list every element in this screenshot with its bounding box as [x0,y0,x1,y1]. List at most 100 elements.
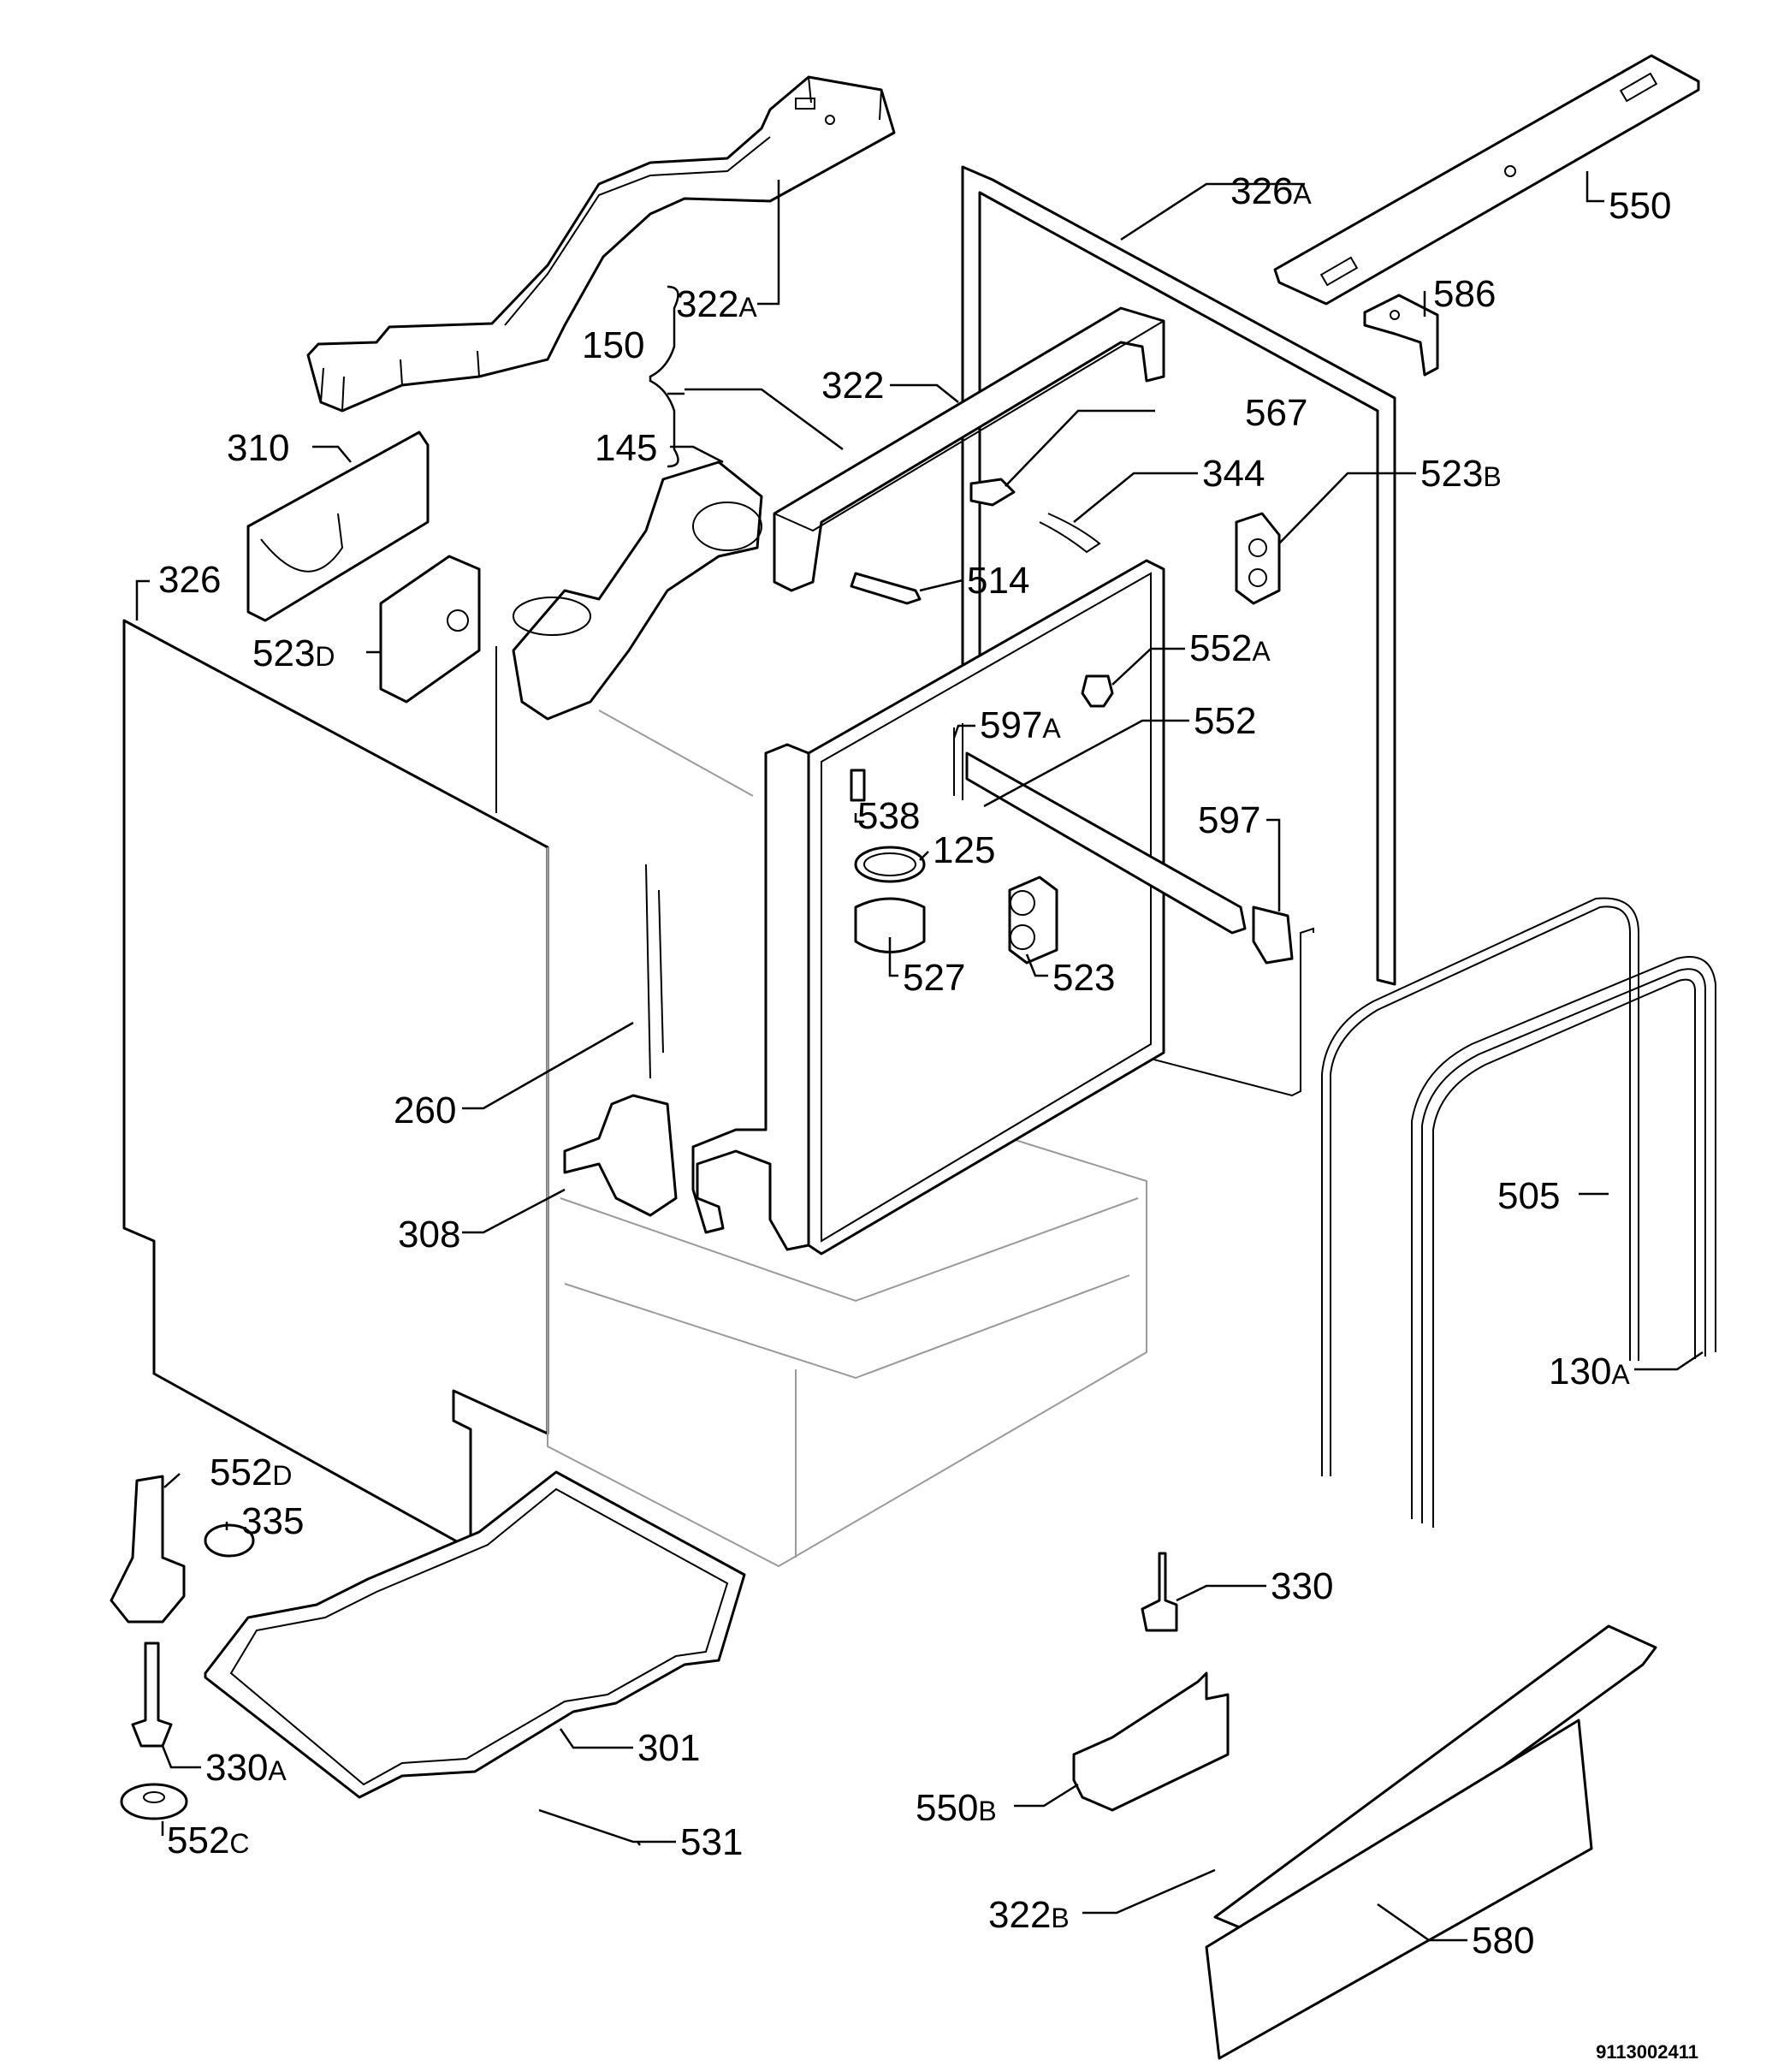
callout-number: 322 [988,1894,1051,1936]
callout-335: 335 [241,1500,304,1542]
callout-number: 552 [1194,700,1256,742]
callout-326: 326 [158,559,221,601]
callout-number: 125 [933,829,995,871]
callout-number: 344 [1202,453,1265,495]
tub-drawing [547,709,1147,1568]
hose-145-drawing [512,460,763,721]
callout-523d: 523D [252,632,335,674]
callout-number: 527 [903,957,965,999]
callout-523: 523 [1052,957,1115,999]
callout-number: 550 [916,1787,978,1829]
callout-597: 597 [1198,799,1260,841]
callout-550: 550 [1609,185,1671,227]
callout-suffix: B [1483,461,1501,492]
callout-552a: 552A [1189,627,1271,669]
callout-number: 505 [1497,1175,1560,1217]
callout-number: 260 [394,1089,456,1131]
callout-number: 552 [210,1452,272,1493]
callout-145: 145 [595,427,657,469]
callout-number: 567 [1245,392,1307,434]
callout-330a: 330A [205,1747,287,1789]
callout-322b: 322B [988,1894,1070,1936]
plate-550-drawing [1273,54,1700,306]
callout-552: 552 [1194,700,1256,742]
callout-number: 523 [252,632,315,674]
callout-suffix: D [315,641,335,672]
callout-number: 330 [205,1747,268,1789]
callout-number: 580 [1472,1920,1534,1962]
callout-552c: 552C [167,1820,250,1861]
callout-number: 301 [637,1727,700,1769]
callout-number: 552 [1189,627,1252,669]
callout-number: 552 [167,1820,229,1861]
crossbar-322-drawing [773,306,1165,592]
callout-322: 322 [821,365,884,407]
cover-523d-drawing [379,555,481,704]
callout-number: 326 [158,559,221,601]
callout-586: 586 [1433,273,1496,315]
panel-326-drawing [122,619,549,1551]
callout-suffix: A [1042,713,1061,744]
callout-597a: 597A [980,704,1061,746]
callout-number: 523 [1052,957,1115,999]
callout-552d: 552D [210,1452,293,1493]
callout-125: 125 [933,829,995,871]
callout-number: 514 [967,560,1029,602]
seals-505-130a-drawing [1321,897,1716,1528]
callout-308: 308 [398,1214,460,1256]
callout-301: 301 [637,1727,700,1769]
callout-suffix: C [229,1828,249,1859]
callout-260: 260 [394,1089,456,1131]
foot-parts-drawing [110,1475,255,1820]
tray-301-drawing [204,1470,746,1799]
bracket-586-drawing [1363,294,1439,377]
callout-suffix: A [738,292,757,323]
callout-number: 550 [1609,185,1671,227]
callout-527: 527 [903,957,965,999]
callout-505: 505 [1497,1175,1560,1217]
callout-suffix: B [978,1796,996,1826]
callout-number: 150 [582,324,644,366]
inner-tub-drawing [691,559,1165,1256]
callout-number: 145 [595,427,657,469]
callout-number: 322 [676,283,738,325]
callout-number: 597 [1198,799,1260,841]
callout-suffix: D [272,1460,292,1491]
callout-523b: 523B [1420,453,1502,495]
callout-number: 531 [680,1821,743,1863]
callout-number: 326 [1230,170,1293,212]
callout-suffix: A [1293,179,1312,210]
callout-344: 344 [1202,453,1265,495]
leader-lines [135,171,1704,1942]
callout-130a: 130A [1549,1351,1630,1392]
callout-number: 330 [1271,1565,1333,1607]
callout-310: 310 [227,427,289,469]
callout-number: 310 [227,427,289,469]
lower-right-parts-drawing [1072,1552,1657,2060]
cover-310-drawing [246,430,430,622]
small-parts-drawing [850,478,1294,965]
callout-322a: 322A [676,283,757,325]
rail-322a-drawing [306,75,896,413]
callout-number: 322 [821,365,884,407]
callout-suffix: B [1051,1903,1069,1933]
callout-580: 580 [1472,1920,1534,1962]
callout-330: 330 [1271,1565,1333,1607]
callout-number: 130 [1549,1351,1611,1392]
callout-531: 531 [680,1821,743,1863]
callout-326a: 326A [1230,170,1312,212]
callout-number: 586 [1433,273,1496,315]
callout-514: 514 [967,560,1029,602]
drawing-code: 9113002411 [1596,2041,1698,2063]
callout-suffix: A [1252,636,1271,667]
callout-number: 597 [980,704,1042,746]
callout-suffix: A [1611,1359,1630,1390]
callout-number: 523 [1420,453,1483,495]
callout-550b: 550B [916,1787,997,1829]
hinge-308-drawing [563,864,678,1217]
callout-number: 335 [241,1500,304,1542]
callout-567: 567 [1245,392,1307,434]
callout-number: 308 [398,1214,460,1256]
